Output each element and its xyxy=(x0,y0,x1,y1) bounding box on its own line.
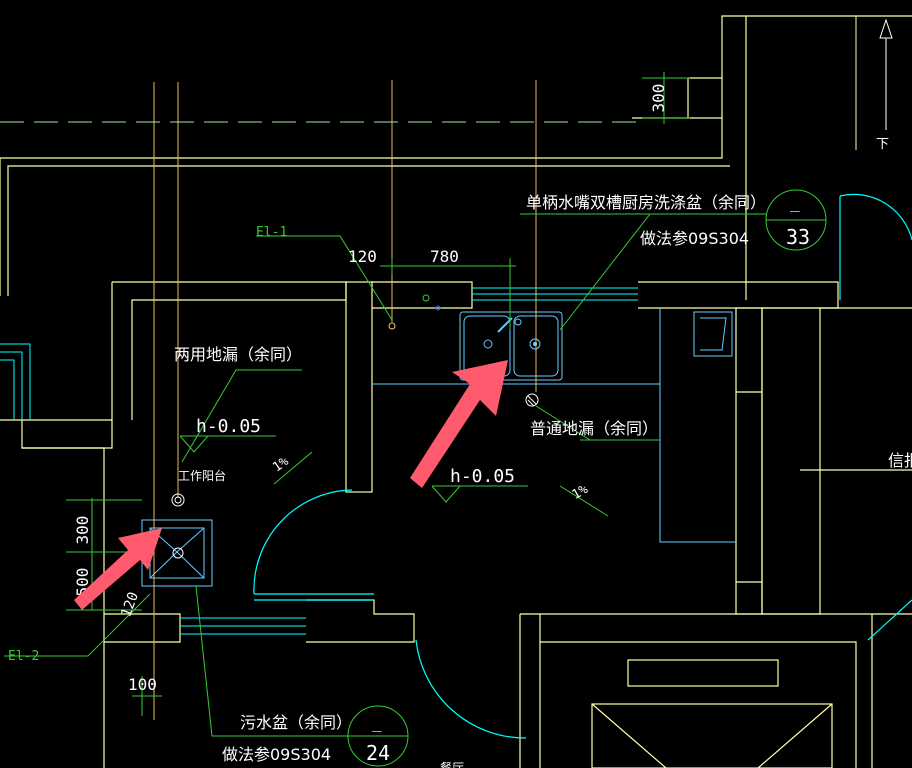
room-balcony-label: 工作阳台 xyxy=(178,468,226,483)
wall-left-step xyxy=(21,419,113,449)
door-arc-right xyxy=(839,193,912,241)
wall-bottom-room xyxy=(540,641,857,768)
normal-drain-label: 普通地漏（余同） xyxy=(530,419,658,438)
balcony-level: h-0.05 xyxy=(196,416,261,437)
dim-left-300: 300 xyxy=(73,516,92,545)
wall-bottom-left xyxy=(104,613,181,643)
wall-kitchen-top-a xyxy=(372,281,473,309)
mop-sink xyxy=(141,519,213,587)
sink-ref-dash: _ xyxy=(790,193,800,212)
sink-title: 单柄水嘴双槽厨房洗涤盆（余同） xyxy=(526,193,766,212)
mop-sink-title: 污水盆（余同） xyxy=(240,713,352,732)
balcony-slope: 1% xyxy=(270,454,292,475)
annotation-lines xyxy=(4,72,827,767)
door-arcs xyxy=(253,193,912,739)
el-1-label: El-1 xyxy=(256,225,287,240)
room-dining-label: 餐厅 xyxy=(440,760,464,768)
mop-sink-ref-number: 24 xyxy=(366,741,390,765)
door-arc-bottom xyxy=(415,639,527,739)
arrow-to-faucet xyxy=(410,360,508,488)
bottom-room-diag-a xyxy=(591,703,667,768)
floor-drain-normal-symbol xyxy=(525,393,539,407)
dim-120-top: 120 xyxy=(348,247,377,266)
sink-ref-number: 33 xyxy=(786,225,810,249)
wall-top-outer xyxy=(0,15,912,296)
door-arc-balcony xyxy=(253,489,353,595)
stair-down-label: 下 xyxy=(876,137,889,152)
sink-ref-text: 做法参09S304 xyxy=(640,229,749,248)
walls xyxy=(0,15,912,768)
kitchen-level: h-0.05 xyxy=(450,466,515,487)
right-cut-label: 信报 xyxy=(888,451,912,470)
kitchen-slope: 1% xyxy=(570,482,591,503)
mop-sink-ref-dash: _ xyxy=(372,713,382,732)
floor-drain-dual-symbol xyxy=(171,493,185,507)
dim-780: 780 xyxy=(430,247,459,266)
kitchen-counter xyxy=(372,308,736,543)
wall-column-left xyxy=(345,281,373,493)
pipes xyxy=(153,80,537,720)
fridge-box xyxy=(693,311,733,357)
windows xyxy=(0,287,638,635)
el-2-label: El-2 xyxy=(8,649,39,664)
bottom-room-diag-b xyxy=(757,703,833,768)
wall-top-inner xyxy=(7,165,730,296)
dual-drain-label: 两用地漏（余同） xyxy=(174,345,302,364)
dim-top-300: 300 xyxy=(649,84,668,113)
bottom-room-box xyxy=(627,659,779,687)
highlight-arrows xyxy=(74,360,508,610)
stair-arrow xyxy=(855,16,893,150)
mop-sink-ref-text: 做法参09S304 xyxy=(222,745,331,764)
dim-bottom-100: 100 xyxy=(128,675,157,694)
bottom-room-rect xyxy=(591,703,833,768)
arrow-to-mop-sink xyxy=(74,528,162,610)
riser-dot xyxy=(388,322,396,330)
